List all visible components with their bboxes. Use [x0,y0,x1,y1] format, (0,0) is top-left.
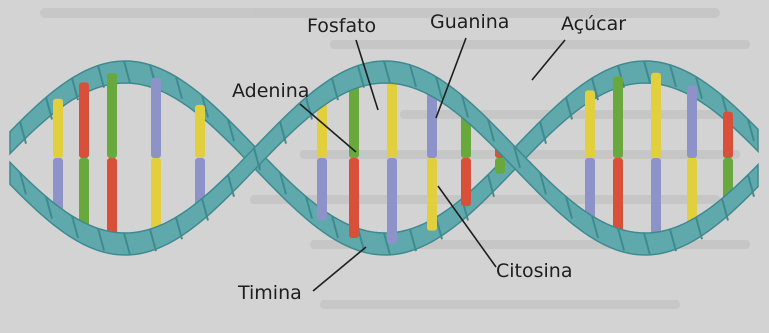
backbone-strand-a [10,61,758,255]
label-acucar: Açúcar [561,15,626,34]
label-guanina: Guanina [430,13,509,32]
nucleotide-base [53,99,63,158]
nucleotide-base [427,158,437,231]
label-fosfato: Fosfato [307,17,376,36]
backbone-strand-back [10,61,758,255]
backbone-strand-front [10,61,758,255]
nucleotide-base [195,105,205,158]
nucleotide-base [349,158,359,238]
nucleotide-base [613,77,623,158]
leader-acucar [532,40,565,80]
nucleotide-base [317,158,327,220]
nucleotide-base [495,158,505,174]
nucleotide-base [387,72,397,158]
label-citosina: Citosina [496,262,572,281]
nucleotide-base [461,158,471,206]
leader-adenina [300,104,356,152]
nucleotide-base [723,112,733,158]
label-timina: Timina [238,284,302,303]
nucleotide-base [651,73,661,158]
nucleotide-base [585,90,595,158]
nucleotide-base [107,73,117,158]
nucleotide-base [687,85,697,158]
nucleotide-base [151,78,161,158]
nucleotide-base [107,158,117,243]
nucleotide-base [387,158,397,244]
label-adenina: Adenina [232,82,309,101]
base-pairs [53,72,733,243]
backbone-strand-b [10,61,758,255]
leader-timina [313,247,366,291]
nucleotide-base [79,82,89,158]
nucleotide-base [651,158,661,243]
